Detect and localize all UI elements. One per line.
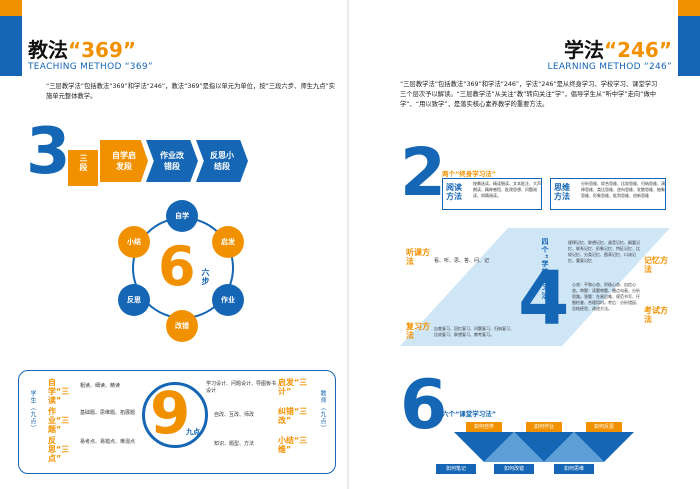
stage-3: 反思小结段 xyxy=(196,140,248,182)
student-item-1: 自学“三读” xyxy=(48,378,70,405)
stage-1-label: 自学启发段 xyxy=(112,151,136,171)
three-unit-block: 三段 xyxy=(68,150,98,186)
nine-number: 9 xyxy=(150,379,191,447)
student-item-2: 作业“三题” xyxy=(48,407,70,434)
six-learn-number: 6 xyxy=(400,366,448,445)
right-title: 学法“246” xyxy=(564,34,672,63)
teacher-item-3-detail: 知识、题型、方法 xyxy=(214,441,255,447)
two-number: 2 xyxy=(400,134,446,211)
student-item-1-detail: 粗读、细读、精读 xyxy=(80,383,121,389)
nine-frame xyxy=(18,370,336,474)
teacher-side-label: 教师（九点） xyxy=(319,390,326,432)
step-3: 作业 xyxy=(212,284,244,316)
step-1: 自学 xyxy=(166,200,198,232)
right-tab-blue xyxy=(678,16,700,76)
thinking-box: 思维方法 分析思维、综合思维、比较思维、归纳思维、演绎思维、类比思维、逆向思维、… xyxy=(550,178,666,210)
two-caption: 两个“终身学习法” xyxy=(442,170,497,178)
four-caption: 四个“学校学习法” xyxy=(541,238,549,306)
reading-detail: 按需选读、精读细读、文本批注、大声朗读、精神感悟、批改思想、问题阅读、知情阅读。 xyxy=(473,181,541,198)
left-intro: “三层教学法”包括教法“369”和学法“246”，教法“369”是指以单元为单位… xyxy=(46,83,336,100)
thinking-label: 思维方法 xyxy=(554,183,570,201)
left-title-main: 教法 xyxy=(28,38,68,62)
listen-label: 听课方法 xyxy=(406,248,430,266)
student-item-3-detail: 易考点、易错点、难混点 xyxy=(80,439,136,445)
left-page: 教法“369” TEACHING METHOD “369” “三层教学法”包括教… xyxy=(0,0,336,474)
class-method-4: 如何笔记 xyxy=(436,464,476,474)
right-intro: “三层教学法”包括教法“369”和学法“246”，学法“246”是从终身学习、学… xyxy=(400,81,658,108)
thinking-detail: 分析思维、综合思维、比较思维、归纳思维、演绎思维、类比思维、逆向思维、发散思维、… xyxy=(581,181,665,198)
left-tab-blue xyxy=(0,16,22,76)
memory-detail: 规律记忆、联想记忆、谐音记忆、纲要记忆、联系记忆、形象记忆、特征记忆、比较记忆、… xyxy=(568,240,640,263)
listen-detail: 看、听、思、答、问、记 xyxy=(434,258,490,264)
nine-unit: 九点 xyxy=(186,428,200,436)
stage-3-label: 反思小结段 xyxy=(210,151,234,171)
stage-2: 作业改错段 xyxy=(146,140,198,182)
left-subtitle: TEACHING METHOD “369” xyxy=(28,62,153,72)
teacher-item-3: 小结“三维” xyxy=(278,436,308,454)
class-method-3: 如何反思 xyxy=(586,422,622,432)
left-title-num: “369” xyxy=(68,38,137,62)
six-unit: 六步 xyxy=(201,268,210,286)
stage-2-label: 作业改错段 xyxy=(160,151,184,171)
student-side-label: 学生（九点） xyxy=(29,390,36,432)
exam-detail: 心态：平和心态、积极心态、自信心态。审题：读题审题、圈点勾画、分析思路。答题：先… xyxy=(572,282,640,311)
review-detail: 自查复习、回忆复习、问题复习、归纳复习、比较复习、联想复习、教考复习。 xyxy=(434,326,514,337)
class-method-2: 如何作业 xyxy=(526,422,562,432)
left-tab-orange xyxy=(0,0,22,16)
three-number: 3 xyxy=(26,115,71,189)
teacher-item-2: 纠错“三改” xyxy=(278,407,308,425)
right-title-main: 学法 xyxy=(563,38,604,62)
teacher-item-1: 启发“三计” xyxy=(278,378,308,396)
right-subtitle: LEARNING METHOD “246” xyxy=(547,62,672,72)
right-tab-orange xyxy=(678,0,700,16)
step-4: 改错 xyxy=(166,310,198,342)
left-title: 教法“369” xyxy=(28,34,136,63)
class-method-6: 如何思维 xyxy=(554,464,594,474)
reading-box: 阅读方法 按需选读、精读细读、文本批注、大声朗读、精神感悟、批改思想、问题阅读、… xyxy=(442,178,542,210)
student-item-3: 反思“三点” xyxy=(48,436,70,463)
teacher-item-1-detail: 学习设计、问题设计、导图板书设计 xyxy=(206,381,277,394)
nine-circle xyxy=(142,382,208,448)
step-5: 反思 xyxy=(118,284,150,316)
step-6: 小结 xyxy=(118,226,150,258)
right-page: 学法“246” LEARNING METHOD “246” “三层教学法”包括教… xyxy=(350,0,700,489)
right-title-num: “246” xyxy=(603,38,672,62)
memory-label: 记忆方法 xyxy=(644,256,668,274)
reading-label: 阅读方法 xyxy=(446,183,462,201)
exam-label: 考试方法 xyxy=(644,306,668,324)
student-item-2-detail: 基础题、思维题、拓展题 xyxy=(80,410,136,416)
teacher-item-2-detail: 自改、互改、师改 xyxy=(214,412,255,418)
six-learn-caption: 六个“课堂学习法” xyxy=(442,410,497,418)
class-method-1: 如何自学 xyxy=(466,422,502,432)
review-label: 复习方法 xyxy=(406,322,430,340)
three-unit: 三段 xyxy=(79,154,88,172)
class-method-5: 如何改错 xyxy=(494,464,534,474)
six-number: 6 xyxy=(158,235,196,298)
step-2: 启发 xyxy=(212,226,244,258)
stage-1: 自学启发段 xyxy=(100,140,148,182)
four-number: 4 xyxy=(518,256,570,342)
